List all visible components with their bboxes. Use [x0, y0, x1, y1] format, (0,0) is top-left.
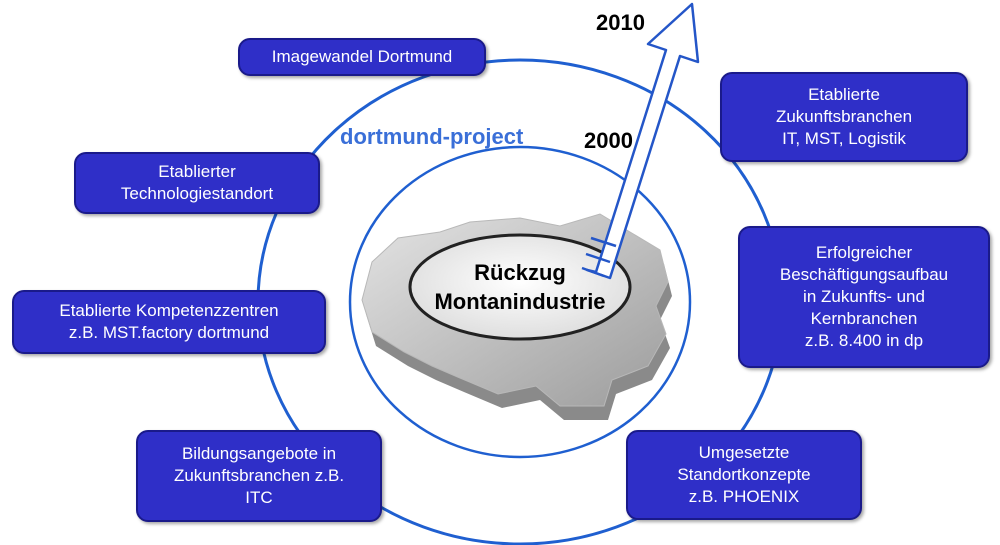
box-line: Etablierte [808, 85, 880, 104]
box-line: Erfolgreicher [815, 243, 913, 262]
box-kompetenzzentren: Etablierte Kompetenzzentren z.B. MST.fac… [12, 290, 326, 354]
box-line: z.B. MST.factory dortmund [68, 323, 270, 342]
box-line: Etablierte Kompetenzzentren [59, 301, 279, 320]
project-label: dortmund-project [340, 124, 524, 149]
box-line: Kernbranchen [810, 309, 918, 328]
box-line: Bildungsangebote in [181, 444, 337, 463]
year-label-end: 2010 [596, 10, 645, 35]
box-standortkonzepte: Umgesetzte Standortkonzepte z.B. PHOENIX [626, 430, 862, 520]
box-line: Etablierter [158, 162, 236, 181]
box-line: in Zukunfts- und [803, 287, 925, 306]
box-line: Zukunftsbranchen z.B. [173, 466, 345, 485]
box-line: Zukunftsbranchen [775, 107, 913, 126]
center-label: Rückzug Montanindustrie [405, 258, 635, 316]
box-line: Technologiestandort [120, 184, 274, 203]
box-line: ITC [245, 488, 273, 507]
center-label-line-1: Rückzug [474, 260, 566, 285]
box-bildungsangebote: Bildungsangebote in Zukunftsbranchen z.B… [136, 430, 382, 522]
box-line: z.B. PHOENIX [688, 487, 800, 506]
box-line: Beschäftigungsaufbau [779, 265, 949, 284]
box-line: Standortkonzepte [677, 465, 811, 484]
box-line: Umgesetzte [698, 443, 790, 462]
box-line: IT, MST, Logistik [782, 129, 906, 148]
development-arrow [581, 2, 700, 280]
center-ellipse [408, 233, 632, 341]
box-zukunftsbranchen: Etablierte Zukunftsbranchen IT, MST, Log… [720, 72, 968, 162]
year-label-start: 2000 [584, 128, 633, 153]
box-beschaeftigungsaufbau: Erfolgreicher Beschäftigungsaufbau in Zu… [738, 226, 990, 368]
inner-circle [348, 145, 692, 459]
center-label-line-2: Montanindustrie [434, 289, 606, 314]
box-line: Imagewandel Dortmund [271, 47, 453, 66]
box-imagewandel: Imagewandel Dortmund [238, 38, 486, 76]
box-line: z.B. 8.400 in dp [804, 331, 924, 350]
box-technologiestandort: Etablierter Technologiestandort [74, 152, 320, 214]
